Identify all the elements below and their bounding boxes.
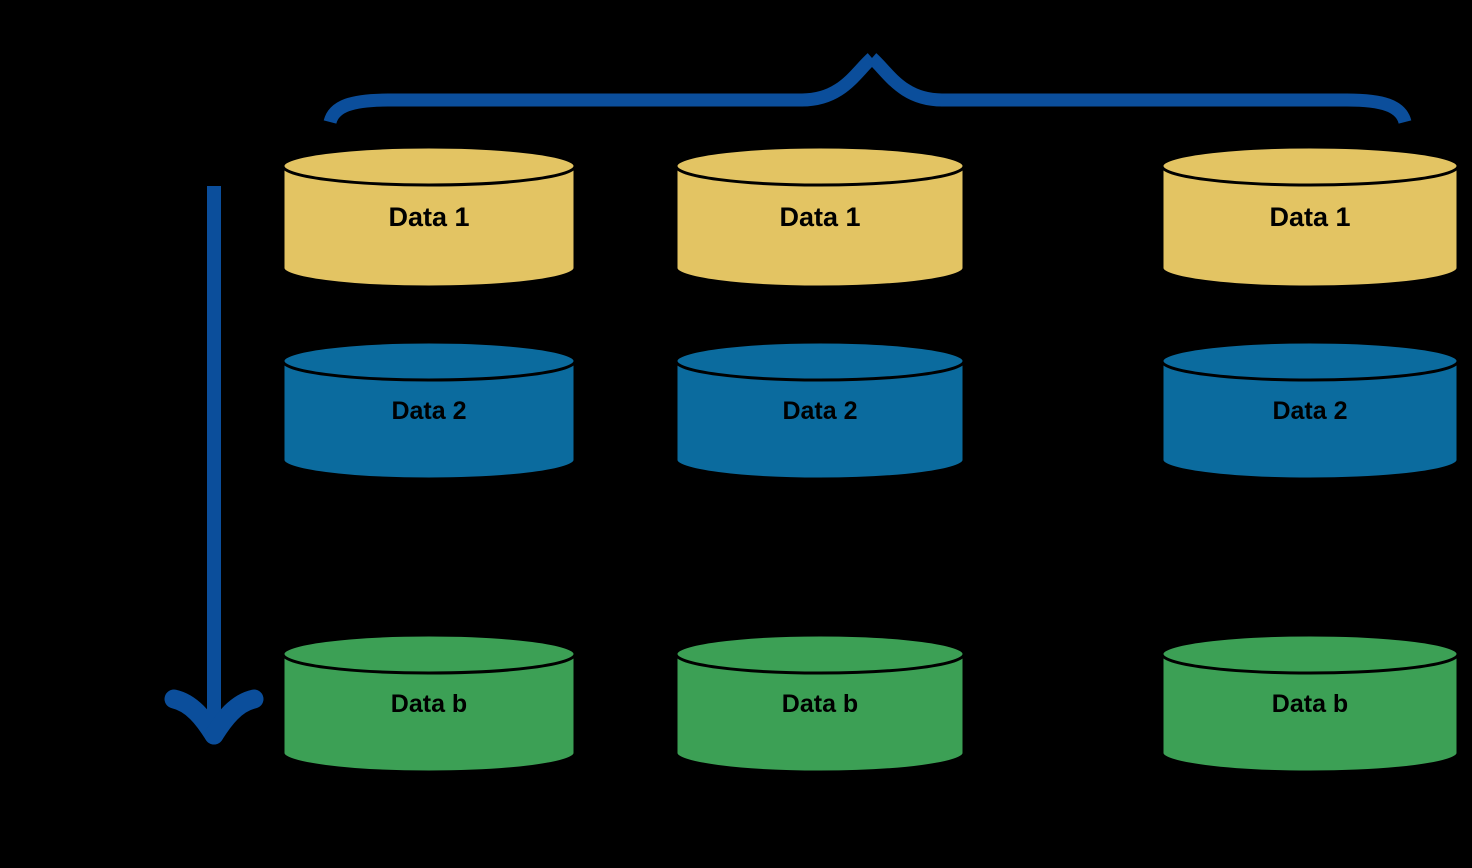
cylinder-top-ellipse bbox=[281, 633, 577, 675]
flow-down-arrow bbox=[164, 186, 264, 745]
cylinder-top-ellipse bbox=[1160, 145, 1460, 187]
database-cylinder[interactable]: Data b bbox=[1160, 633, 1460, 774]
cylinder-top-ellipse bbox=[281, 145, 577, 187]
cylinder-top-ellipse bbox=[674, 145, 966, 187]
database-cylinder[interactable]: Data 1 bbox=[281, 145, 577, 289]
cylinder-top-ellipse bbox=[1160, 633, 1460, 675]
cylinder-top-ellipse bbox=[674, 633, 966, 675]
cylinder-top-ellipse bbox=[1160, 340, 1460, 382]
database-cylinder[interactable]: Data 2 bbox=[281, 340, 577, 481]
grouping-brace bbox=[323, 53, 1412, 125]
brace-left-half bbox=[323, 53, 877, 125]
database-cylinder[interactable]: Data 1 bbox=[674, 145, 966, 289]
cylinder-top-ellipse bbox=[281, 340, 577, 382]
cylinder-top-ellipse bbox=[674, 340, 966, 382]
database-cylinder[interactable]: Data b bbox=[674, 633, 966, 774]
arrowhead-right-barb bbox=[204, 689, 264, 745]
brace-right-half bbox=[867, 53, 1412, 125]
